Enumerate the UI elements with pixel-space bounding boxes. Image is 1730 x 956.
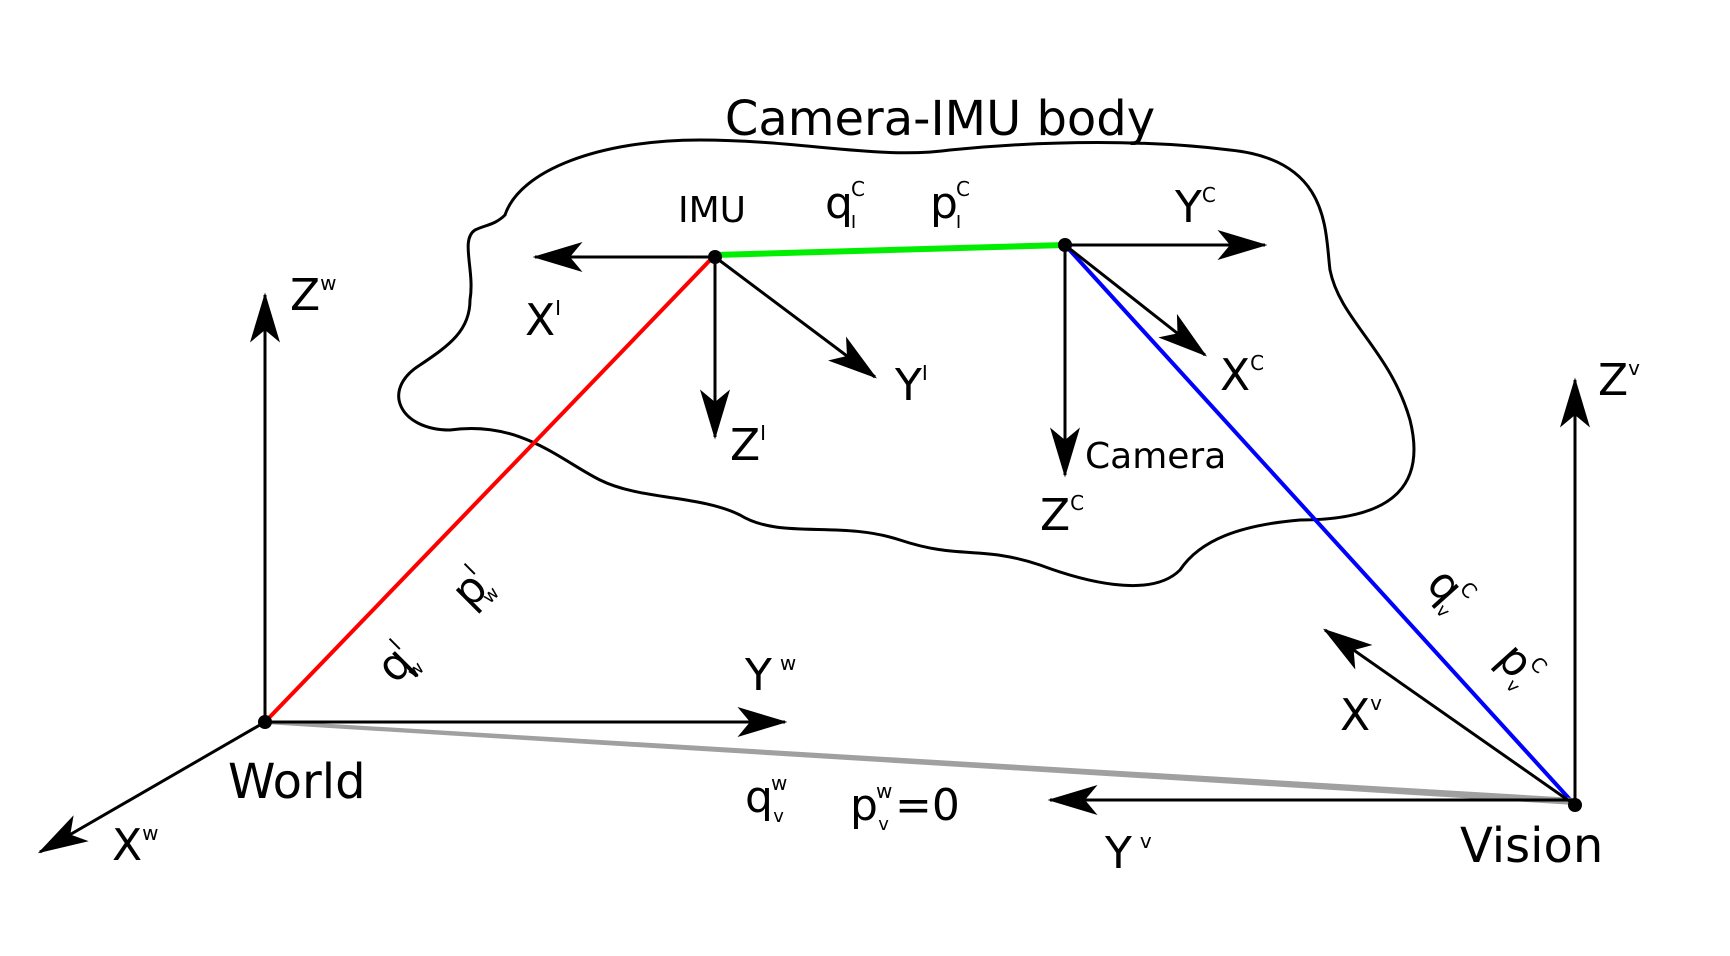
- world-imu-q-label: qIw: [366, 633, 429, 696]
- camera-z-label: ZC: [1040, 490, 1084, 541]
- camera-x-axis: [1064, 243, 1207, 357]
- camera-y-label: YC: [1174, 182, 1216, 233]
- world-z-label: Zw: [290, 270, 337, 321]
- camera-imu-body-outline: [397, 138, 1416, 588]
- vision-label: Vision: [1460, 818, 1603, 874]
- vision-camera-p-label: pCv: [1484, 633, 1552, 700]
- imu-label: IMU: [678, 190, 746, 231]
- vision-camera-link: [1063, 243, 1577, 807]
- vision-x-label: Xv: [1340, 690, 1382, 741]
- vision-world-link: [265, 720, 1575, 805]
- imu-z-label: ZI: [730, 420, 766, 471]
- imu-y-label: YI: [894, 360, 928, 411]
- world-x-axis: [37, 720, 266, 854]
- camera-origin: [1058, 238, 1072, 252]
- world-origin: [258, 715, 272, 729]
- world-label: World: [228, 754, 366, 810]
- vision-camera-q-label: qCv: [1414, 558, 1482, 625]
- camera-x-label: XC: [1220, 350, 1264, 401]
- world-imu-link: [263, 253, 717, 724]
- imu-x-label: XI: [525, 295, 561, 346]
- vision-z-label: Zv: [1598, 355, 1640, 406]
- vision-origin: [1568, 798, 1582, 812]
- imu-y-axis: [714, 255, 877, 379]
- world-imu-p-label: pIw: [441, 558, 504, 621]
- vision-x-axis: [1322, 628, 1576, 807]
- world-x-label: Xw: [112, 820, 159, 871]
- diagram-title: Camera-IMU body: [725, 91, 1155, 147]
- imu-camera-link: [714, 242, 1066, 258]
- imu-origin: [708, 250, 722, 264]
- camera-label: Camera: [1085, 436, 1226, 477]
